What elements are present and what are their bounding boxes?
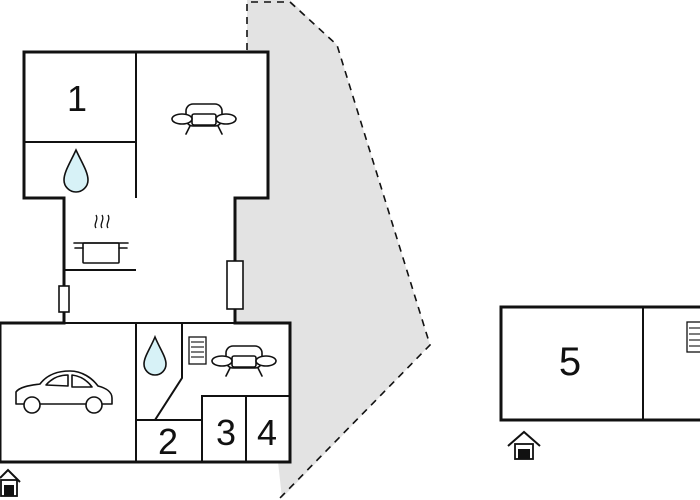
wall-room3 [201,395,290,420]
room-number-2: 2 [158,421,178,462]
terrace-area [235,0,430,498]
radiator-icon [686,321,700,353]
water-drop-icon [143,334,167,376]
radiator-icon [188,336,207,365]
window-left [58,285,70,313]
water-drop-icon [63,148,89,193]
terrace-border [246,1,431,499]
main-building-walls [0,50,292,464]
car-icon [15,370,113,414]
entrance-icon [0,468,21,497]
room-number-5: 5 [559,340,581,384]
window-right [226,260,244,310]
annex-building-walls [499,305,700,422]
room-number-3: 3 [216,412,236,453]
room-number-4: 4 [257,412,277,453]
room-number-1: 1 [67,78,87,119]
sofa-icon [211,345,277,377]
entrance-icon [507,430,541,460]
sofa-icon [171,103,237,135]
cooking-pot-icon [73,214,129,264]
